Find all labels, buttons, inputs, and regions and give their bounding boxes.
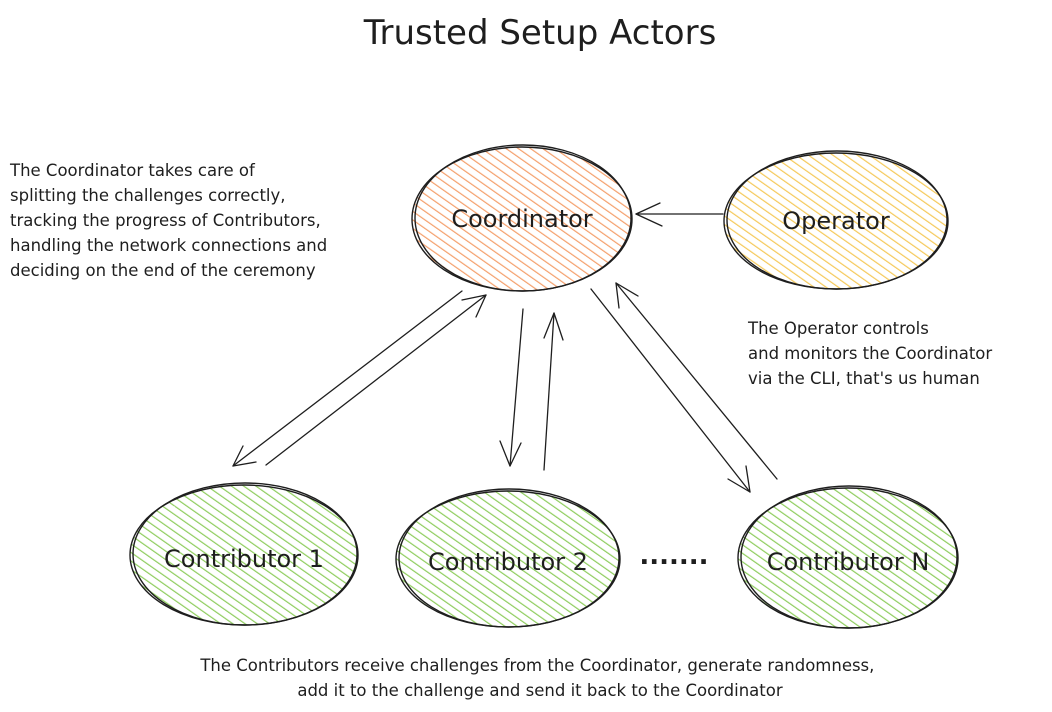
edge-coordinator-to-contributor-1	[232, 290, 463, 467]
contributor-n-label: Contributor N	[767, 548, 930, 576]
contributor-2-ellipse-fill	[396, 491, 620, 627]
coordinator-note: The Coordinator takes care of splitting …	[9, 161, 332, 280]
edge-contributor-2-to-coordinator	[543, 312, 564, 471]
coordinator-label: Coordinator	[451, 205, 592, 233]
contributor-2-label: Contributor 2	[428, 548, 588, 576]
coordinator-ellipse-sketch	[414, 144, 632, 292]
operator-note-line: via the CLI, that's us human	[748, 369, 980, 388]
contributor-1-ellipse-sketch	[132, 482, 358, 626]
coordinator-note-line: deciding on the end of the ceremony	[10, 261, 316, 280]
operator-ellipse-sketch	[726, 150, 948, 290]
operator-node: Operator	[723, 150, 949, 290]
contributor-1-ellipse-fill	[130, 485, 358, 625]
edge-contributor-1-to-coordinator	[265, 294, 487, 466]
coordinator-ellipse-fill	[412, 147, 632, 291]
contributor-n-ellipse-fill	[738, 488, 958, 628]
operator-note: The Operator controls and monitors the C…	[747, 319, 997, 388]
contributors-ellipsis: .......	[639, 541, 708, 571]
contributor-1-label: Contributor 1	[164, 545, 324, 573]
contributor-n-node: Contributor N	[737, 485, 959, 629]
coordinator-note-line: tracking the progress of Contributors,	[10, 211, 321, 230]
edge-coordinator-to-contributor-n	[590, 288, 751, 493]
operator-ellipse-fill	[724, 153, 948, 289]
coordinator-note-line: The Coordinator takes care of	[9, 161, 256, 180]
edge-contributor-n-to-coordinator	[615, 282, 778, 480]
coordinator-note-line: handling the network connections and	[10, 236, 327, 255]
contributor-2-ellipse-sketch	[398, 488, 620, 628]
coordinator-note-line: splitting the challenges correctly,	[10, 186, 286, 205]
diagram-title: Trusted Setup Actors	[363, 13, 717, 53]
contributor-1-node: Contributor 1	[129, 482, 359, 626]
contributors-note-line: The Contributors receive challenges from…	[199, 656, 874, 675]
coordinator-node: Coordinator	[411, 144, 633, 292]
contributor-n-ellipse-sketch	[740, 485, 958, 629]
operator-note-line: and monitors the Coordinator	[748, 344, 992, 363]
contributor-2-node: Contributor 2	[395, 488, 621, 628]
contributors-note: The Contributors receive challenges from…	[199, 656, 879, 700]
edge-operator-to-coordinator	[635, 202, 724, 227]
operator-note-line: The Operator controls	[747, 319, 929, 338]
operator-label: Operator	[782, 207, 890, 235]
edge-coordinator-to-contributor-2	[499, 308, 524, 467]
contributors-note-line: add it to the challenge and send it back…	[297, 681, 783, 700]
